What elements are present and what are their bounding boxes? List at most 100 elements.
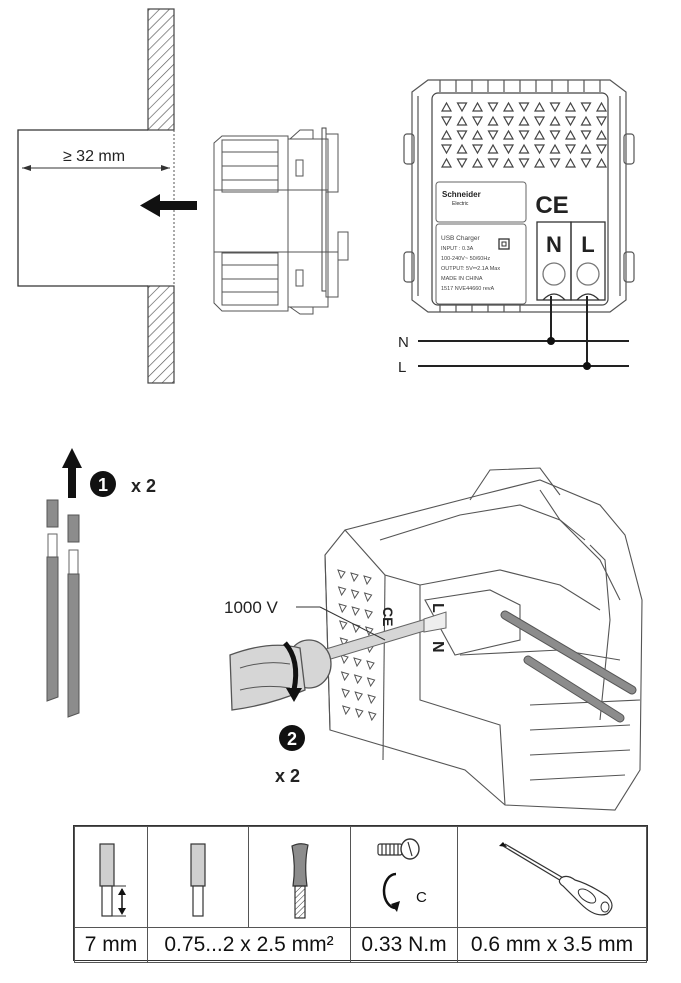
- solid-wire-cell: [147, 826, 249, 928]
- step2-badge: [279, 725, 305, 751]
- vent-hole: [337, 586, 347, 597]
- vent-hole: [502, 116, 515, 127]
- vent-hole: [337, 569, 346, 580]
- stranded-wire-cell: [248, 826, 351, 928]
- vent-hole: [487, 115, 499, 126]
- vent-hole: [502, 129, 515, 140]
- screw-torque-icon: C: [377, 838, 427, 912]
- vent-hole: [354, 708, 364, 719]
- vent-hole: [533, 101, 546, 112]
- vent-hole: [363, 592, 373, 603]
- vent-hole: [353, 657, 362, 668]
- spec-table: C 7 mm 0.75...2 x 2.5 mm² 0.33 N.m 0.6 m…: [73, 825, 648, 963]
- insert-arrow-icon: [140, 194, 197, 217]
- vent-hole: [471, 101, 484, 112]
- vent-hole: [564, 157, 577, 168]
- vent-hole: [440, 101, 453, 112]
- junction-l: [583, 362, 591, 370]
- module-side-view: [213, 127, 349, 315]
- screwdriver-cell: [457, 826, 647, 928]
- brand-label-panel: [435, 181, 527, 223]
- vent-hole: [580, 115, 592, 126]
- strip-length-value: 7 mm: [74, 927, 148, 963]
- brand-name: Schneider: [442, 190, 481, 199]
- rating-label-line: OUTPUT: 5V⎓2.1A Max: [441, 266, 500, 272]
- vent-hole: [533, 157, 546, 168]
- supply-wiring: [418, 296, 629, 367]
- module-vent-holes: [337, 569, 377, 722]
- module-terminal-n: N: [429, 641, 446, 653]
- step2-multiplier: x 2: [275, 766, 300, 786]
- vent-hole: [595, 101, 608, 112]
- module-ce-mark: CE: [380, 607, 396, 626]
- vent-hole: [564, 101, 577, 112]
- vent-hole: [533, 116, 546, 127]
- vent-hole: [518, 102, 530, 113]
- vent-hole: [595, 129, 608, 140]
- screwdriver-size-value: 0.6 mm x 3.5 mm: [457, 927, 647, 963]
- brand-sub: Electric: [452, 201, 469, 207]
- vent-hole: [456, 143, 468, 154]
- ce-mark: CE: [535, 192, 568, 219]
- vent-hole: [533, 129, 546, 140]
- vent-hole: [564, 116, 577, 127]
- vent-hole: [580, 143, 592, 154]
- vent-hole: [595, 144, 608, 155]
- vent-hole: [502, 101, 515, 112]
- vent-hole: [595, 116, 608, 127]
- vent-hole: [367, 711, 377, 722]
- vent-hole: [564, 144, 577, 155]
- rating-label-line: 1517 NVE44660 revA: [441, 286, 495, 292]
- wall-upper: [147, 8, 175, 131]
- vent-hole: [341, 705, 351, 716]
- vent-hole: [549, 143, 561, 154]
- vent-hole: [502, 144, 515, 155]
- module-terminal-l: L: [429, 603, 446, 613]
- vent-hole: [487, 158, 499, 169]
- vent-hole: [456, 158, 468, 169]
- screwdriver-shaft: [320, 620, 430, 660]
- wire-section-value: 0.75...2 x 2.5 mm²: [147, 927, 351, 963]
- vent-hole: [502, 157, 515, 168]
- vent-hole: [580, 158, 592, 169]
- rating-label-line: 100-240V~ 50/60Hz: [441, 256, 490, 262]
- vent-hole: [456, 115, 468, 126]
- vent-hole: [350, 572, 359, 583]
- screwdriver-handle: [229, 644, 306, 711]
- junction-n: [547, 337, 555, 345]
- vent-hole: [367, 694, 376, 705]
- terminal-l-label: L: [581, 232, 594, 257]
- vent-hole: [549, 158, 561, 169]
- voltage-rating-label: 1000 V: [224, 598, 279, 617]
- vent-hole: [440, 129, 453, 140]
- step2-module-connection: CE L N 1000 V 2 x 2: [224, 467, 643, 811]
- vent-hole: [471, 157, 484, 168]
- vent-hole: [533, 144, 546, 155]
- wall-section: [147, 8, 175, 384]
- step2-number: 2: [287, 729, 297, 749]
- vent-hole: [518, 130, 530, 141]
- vent-hole: [471, 144, 484, 155]
- vent-hole: [595, 157, 608, 168]
- vent-hole: [363, 575, 372, 586]
- vent-hole: [518, 143, 530, 154]
- strip-length-icon: [99, 843, 126, 917]
- screw-torque-cell: C: [350, 826, 458, 928]
- terminal-n-label: N: [546, 232, 562, 257]
- wire-n-label: N: [398, 334, 409, 351]
- depth-label: ≥ 32 mm: [63, 148, 125, 165]
- vent-hole: [549, 115, 561, 126]
- vent-hole: [340, 654, 349, 665]
- vent-hole: [471, 116, 484, 127]
- vent-hole: [549, 102, 561, 113]
- rating-label-line: INPUT : 0.3A: [441, 246, 474, 252]
- vent-hole: [471, 129, 484, 140]
- vent-hole: [353, 674, 363, 685]
- step1-multiplier: x 2: [131, 476, 156, 496]
- strip-length-cell: [74, 826, 148, 928]
- vent-hole: [440, 116, 453, 127]
- vent-hole: [456, 102, 468, 113]
- rating-label-panel: [435, 223, 527, 305]
